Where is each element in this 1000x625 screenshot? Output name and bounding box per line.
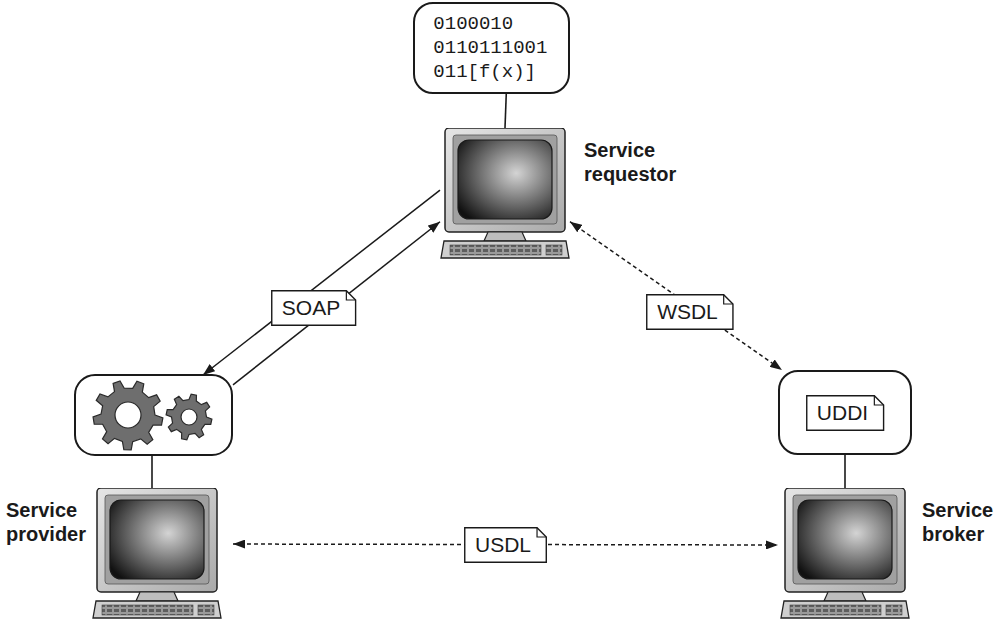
- message-arrow: [203, 190, 440, 375]
- gears-icon: [93, 381, 212, 450]
- gear-body: [166, 394, 212, 440]
- protocol-label: SOAP: [282, 296, 340, 319]
- node-label: Service requestor: [584, 138, 676, 186]
- document-fold: [346, 290, 355, 299]
- broker-computer: [781, 488, 909, 618]
- protocol-label: WSDL: [657, 300, 718, 323]
- node-label: Service broker: [922, 498, 993, 546]
- uddi-bubble: UDDI: [778, 370, 912, 455]
- provider-node: Service provider: [75, 375, 233, 620]
- protocol-document: SOAP: [271, 290, 356, 326]
- binary-code-text: 0100010 0110111001 011[f(x)]: [433, 12, 549, 84]
- requestor-computer: [441, 128, 569, 258]
- document-shape: [647, 295, 733, 330]
- requestor-node: Service requestor: [440, 128, 570, 260]
- bubble-stem: [151, 455, 153, 488]
- dashed-arrow: [570, 222, 782, 370]
- document-shape: [807, 395, 884, 430]
- document-fold: [537, 527, 546, 536]
- provider-computer: [93, 488, 221, 618]
- message-arrow: [233, 222, 440, 385]
- broker-node: Service brokerUDDI: [778, 370, 910, 620]
- bubble-stem: [505, 94, 506, 128]
- registry-label: UDDI: [817, 401, 868, 424]
- gear: [166, 394, 212, 440]
- binary-bubble: 0100010 0110111001 011[f(x)]: [413, 2, 570, 94]
- document-icon: UDDI: [806, 395, 884, 431]
- gear-hole: [181, 409, 197, 425]
- gear-body: [93, 381, 163, 450]
- bubble-stem: [844, 455, 846, 488]
- protocol-document: WSDL: [646, 294, 734, 330]
- document-fold: [724, 295, 733, 304]
- gear-hole: [115, 402, 141, 428]
- protocol-label: USDL: [475, 533, 531, 556]
- gears-bubble: [75, 375, 232, 455]
- document-shape: [465, 527, 547, 562]
- gear: [93, 381, 163, 450]
- document-shape: [272, 290, 356, 325]
- document-fold: [874, 395, 883, 404]
- protocol-document: USDL: [464, 527, 547, 563]
- node-label: Service provider: [6, 498, 86, 546]
